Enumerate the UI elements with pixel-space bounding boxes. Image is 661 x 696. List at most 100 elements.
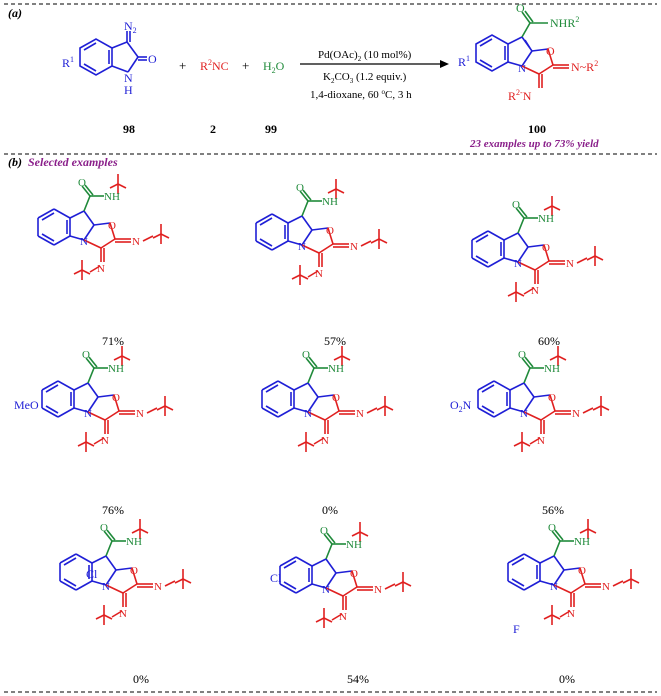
condition-base: K2CO3 (1.2 equiv.) [323, 71, 407, 85]
substituent-cl-1: Cl [86, 567, 98, 581]
oxazole-o-label: O [108, 220, 116, 232]
indole-n-label: N [550, 581, 558, 593]
amide-nh-label: NH [126, 536, 142, 548]
isocyanide-label: R2NC [200, 58, 229, 73]
plus-2: + [242, 58, 249, 73]
panel-b-label: (b) [8, 155, 22, 169]
indole-n-label: N [102, 581, 110, 593]
amide-nh-label: NH [544, 363, 560, 375]
amide-o-label: O [512, 199, 520, 211]
yield-example-4: 76% [102, 503, 124, 517]
amide-o-label: O [296, 182, 304, 194]
oxazole-o-label: O [542, 242, 550, 254]
reactant-98 [79, 31, 147, 76]
exo-n-label: N [374, 584, 382, 596]
reaction-arrowhead [440, 60, 449, 68]
indole-n-label: N [514, 258, 522, 270]
product-100 [475, 10, 569, 88]
yield-example-7: 0% [133, 672, 149, 686]
examples-grid: O NH O N N N O NH O N N N O NH O N N N O NH O N N N O NH O N N N O NH O N… [37, 174, 640, 628]
r1-label: R1 [62, 55, 74, 70]
indole-n-label: N [80, 236, 88, 248]
yield-example-3: 60% [538, 334, 560, 348]
endo-n-label: N [567, 608, 575, 620]
yield-note: 23 examples up to 73% yield [469, 138, 599, 150]
amide-nh-label: NH [574, 536, 590, 548]
plus-1: + [179, 58, 186, 73]
oxazole-o-label: O [326, 225, 334, 237]
water-label: H2O [263, 59, 285, 75]
indole-n-label: N [322, 584, 330, 596]
exo-n-label: N [572, 408, 580, 420]
nh-n-label: N [124, 71, 133, 85]
substituent-meo: MeO [14, 398, 39, 412]
compound-2-number: 2 [210, 122, 216, 136]
carbonyl-o-label: O [148, 52, 157, 66]
yield-example-6: 56% [542, 503, 564, 517]
endo-n-label: N [97, 263, 105, 275]
yield-example-8: 54% [347, 672, 369, 686]
exo-n-label: N [132, 236, 140, 248]
amide-nh-label: NH [538, 213, 554, 225]
nh-h-label: H [124, 83, 133, 97]
yield-example-9: 0% [559, 672, 575, 686]
condition-catalyst: Pd(OAc)2 (10 mol%) [318, 49, 412, 63]
product-r1-label: R1 [458, 54, 470, 69]
endo-n-label: N [537, 435, 545, 447]
compound-99-number: 99 [265, 122, 277, 136]
example-structure-6: O NH O N N N [477, 346, 610, 452]
compound-100-number: 100 [528, 122, 546, 136]
yield-example-1: 71% [102, 334, 124, 348]
substituent-f: F [513, 622, 520, 636]
amide-nh-label: NH [322, 196, 338, 208]
amide-o-label: O [78, 177, 86, 189]
endo-n-label: N [101, 435, 109, 447]
product-nhr2: NHR2 [550, 15, 579, 30]
endo-n-label: N [531, 285, 539, 297]
panel-a-label: (a) [8, 6, 22, 20]
endo-n-label: N [315, 268, 323, 280]
exo-n-label: N [356, 408, 364, 420]
product-indole-n: N [518, 63, 526, 75]
endo-n-label: N [119, 608, 127, 620]
amide-nh-label: NH [328, 363, 344, 375]
example-structure-3: O NH O N N N [471, 196, 604, 302]
product-carbonyl-o: O [516, 1, 525, 15]
endo-n-label: N [321, 435, 329, 447]
condition-solvent: 1,4-dioxane, 60 oC, 3 h [310, 88, 412, 101]
exo-n-label: N [154, 581, 162, 593]
yield-example-2: 57% [324, 334, 346, 348]
exo-n-label: N [566, 258, 574, 270]
endo-n-label: N [339, 611, 347, 623]
panel-b-title: Selected examples [28, 155, 118, 169]
oxazole-o-label: O [350, 568, 358, 580]
indole-n-label: N [298, 241, 306, 253]
amide-o-label: O [82, 349, 90, 361]
compound-98-number: 98 [123, 122, 135, 136]
product-oxazole-o: O [546, 44, 555, 58]
amide-o-label: O [548, 522, 556, 534]
oxazole-o-label: O [578, 565, 586, 577]
amide-o-label: O [302, 349, 310, 361]
product-r2n-imine: R2-N [508, 88, 532, 103]
oxazole-o-label: O [112, 392, 120, 404]
oxazole-o-label: O [130, 565, 138, 577]
amide-nh-label: NH [108, 363, 124, 375]
oxazole-o-label: O [548, 392, 556, 404]
indole-n-label: N [520, 408, 528, 420]
indole-n-label: N [84, 408, 92, 420]
diazo-n2-label: N2 [124, 19, 137, 35]
substituent-cl-2: Cl [270, 571, 282, 585]
indole-n-label: N [304, 408, 312, 420]
substituent-no2: O2N [450, 398, 472, 414]
yield-example-5: 0% [322, 503, 338, 517]
amide-nh-label: NH [346, 539, 362, 551]
amide-o-label: O [518, 349, 526, 361]
product-exo-imine: N~R2 [571, 59, 598, 74]
